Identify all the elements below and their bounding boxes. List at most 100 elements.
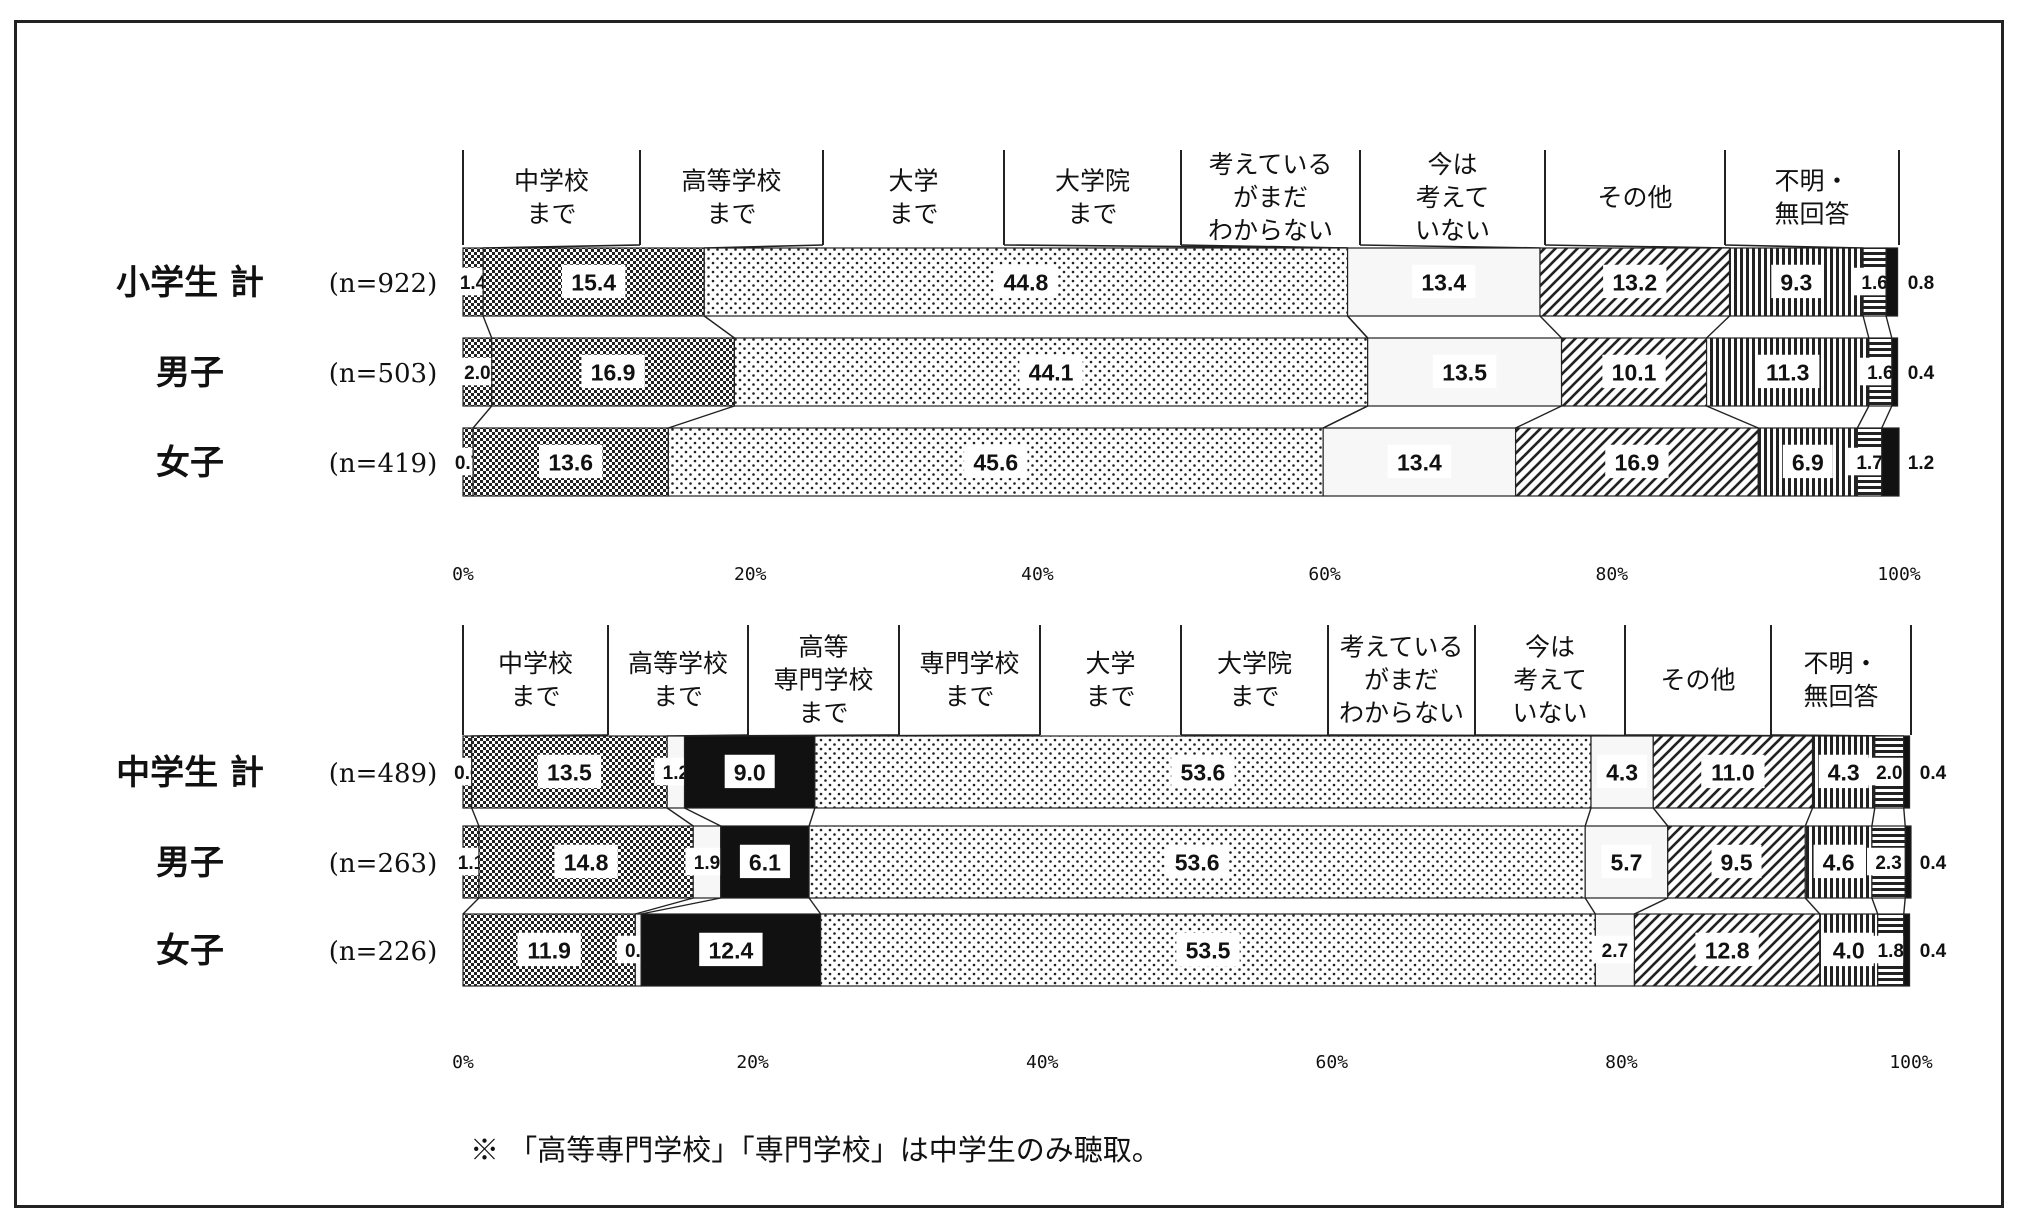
- header-label-0-2: 大学: [888, 167, 938, 196]
- header-label-1-9: 不明・: [1803, 649, 1878, 678]
- header-label-0-0: まで: [526, 200, 576, 229]
- row-connector-1-1-2: [635, 897, 694, 915]
- value-box-0-0-4: [1412, 264, 1476, 299]
- value-label-1-1-7: 4.6: [1823, 849, 1855, 875]
- header-label-0-5: 今は: [1427, 150, 1477, 179]
- row-connector-1-1-1: [462, 897, 480, 915]
- value-label-0-1-4: 13.5: [1442, 359, 1487, 385]
- row-label-0-0: 小学生 計: [116, 263, 264, 303]
- header-label-1-3: 専門学校: [919, 649, 1019, 678]
- value-label-1-0-8: 2.0: [1876, 763, 1902, 784]
- row-connector-0-0-7: [1862, 315, 1870, 339]
- x-tick-0-5: 100%: [1877, 564, 1921, 585]
- row-label-0-2: 女子: [156, 443, 224, 483]
- header-label-0-5: 考えて: [1416, 183, 1490, 212]
- footnote: ※ 「高等専門学校」「専門学校」は中学生のみ聴取。: [470, 1133, 1161, 1167]
- value-label-1-0-6: 11.0: [1711, 759, 1755, 785]
- row-connector-0-1-5: [1515, 405, 1562, 429]
- value-box-1-1-6: [1711, 844, 1762, 879]
- value-label-1-2-9: 0.4: [1920, 941, 1947, 962]
- value-label-0-0-7: 1.6: [1861, 273, 1887, 294]
- value-label-0-2-7: 1.7: [1856, 453, 1882, 474]
- value-box-0-0-5: [1603, 264, 1667, 299]
- header-label-1-0: まで: [510, 682, 560, 711]
- value-label-1-0-5: 4.3: [1606, 759, 1638, 785]
- value-label-0-1-8: 0.4: [1908, 363, 1935, 384]
- value-label-1-0-1: 13.5: [547, 759, 592, 785]
- bar-segment-0-1-8: [1891, 337, 1899, 407]
- value-label-1-2-4: 53.5: [1186, 937, 1231, 963]
- header-label-0-4: わからない: [1208, 216, 1333, 245]
- value-label-1-2-1: 11.9: [527, 937, 571, 963]
- bar-segment-0-0-4: [1346, 247, 1541, 317]
- value-label-1-0-9: 0.4: [1920, 763, 1947, 784]
- header-label-1-2: 専門学校: [773, 666, 873, 695]
- x-tick-0-0: 0%: [452, 564, 474, 585]
- value-label-0-0-5: 13.2: [1612, 269, 1657, 295]
- bar-segment-1-2-9: [1903, 913, 1911, 987]
- value-label-0-0-4: 13.4: [1421, 269, 1466, 295]
- value-label-0-1-2: 44.1: [1029, 359, 1074, 385]
- row-connector-1-1-7: [1804, 897, 1821, 915]
- row-connector-1-0-6: [1652, 807, 1669, 827]
- header-label-1-1: まで: [653, 682, 703, 711]
- value-box-1-2-1: [517, 932, 581, 967]
- value-box-1-0-6: [1701, 754, 1765, 789]
- header-label-0-5: いない: [1415, 216, 1490, 245]
- value-box-0-0-6: [1771, 264, 1822, 299]
- row-connector-1-0-9: [1903, 807, 1906, 827]
- value-label-0-1-1: 16.9: [591, 359, 636, 385]
- value-label-1-2-5: 2.7: [1602, 941, 1628, 962]
- value-box-0-2-2: [964, 444, 1028, 479]
- value-box-0-0-1: [561, 264, 626, 299]
- header-label-1-7: 今は: [1525, 633, 1575, 662]
- row-count-0-0: (n=922): [329, 269, 437, 299]
- value-label-0-0-0: 1.4: [460, 273, 487, 294]
- value-label-1-0-7: 4.3: [1828, 759, 1860, 785]
- row-count-1-0: (n=489): [329, 759, 437, 789]
- header-label-1-4: 大学: [1085, 649, 1135, 678]
- row-label-1-2: 女子: [156, 931, 224, 971]
- header-label-1-8: その他: [1660, 666, 1735, 695]
- row-connector-0-0-5: [1539, 315, 1563, 339]
- value-box-1-1-8: [1867, 847, 1911, 876]
- value-box-1-0-7: [1818, 754, 1869, 789]
- value-label-1-1-3: 6.1: [749, 849, 781, 875]
- bar-segment-1-2-6: [1633, 913, 1821, 987]
- value-label-1-1-6: 9.5: [1721, 849, 1753, 875]
- value-box-1-2-5: [1593, 935, 1637, 964]
- value-label-0-1-6: 11.3: [1766, 359, 1810, 385]
- row-connector-1-0-2: [666, 807, 694, 827]
- value-label-1-0-3: 9.0: [734, 759, 766, 785]
- header-label-1-7: いない: [1512, 699, 1587, 728]
- row-connector-1-1-5: [1584, 897, 1596, 915]
- row-connector-0-1-2: [668, 405, 735, 429]
- value-box-0-0-2: [994, 264, 1058, 299]
- value-label-0-1-7: 1.6: [1867, 363, 1893, 384]
- row-count-1-2: (n=226): [329, 937, 437, 967]
- value-label-0-2-4: 13.4: [1397, 449, 1442, 475]
- bar-segment-0-0-8: [1885, 247, 1899, 317]
- value-label-0-0-6: 9.3: [1780, 269, 1812, 295]
- header-label-0-4: がまだ: [1233, 183, 1308, 212]
- header-label-0-6: その他: [1597, 183, 1672, 212]
- row-connector-0-0-4: [1347, 315, 1369, 339]
- value-label-1-1-4: 53.6: [1175, 849, 1220, 875]
- header-label-0-3: まで: [1067, 200, 1117, 229]
- value-label-0-0-1: 15.4: [571, 269, 616, 295]
- row-connector-0-1-7: [1856, 405, 1870, 429]
- value-box-1-2-4: [1176, 932, 1240, 967]
- header-label-1-4: まで: [1085, 682, 1135, 711]
- row-count-0-2: (n=419): [329, 449, 437, 479]
- value-box-0-1-5: [1602, 354, 1666, 389]
- value-box-0-1-6: [1756, 354, 1820, 389]
- row-count-1-1: (n=263): [329, 849, 437, 879]
- value-box-1-0-3: [724, 754, 775, 789]
- header-label-1-9: 無回答: [1803, 682, 1878, 711]
- header-label-0-1: まで: [706, 200, 756, 229]
- row-connector-1-0-8: [1871, 807, 1876, 827]
- value-label-0-0-2: 44.8: [1004, 269, 1049, 295]
- value-label-1-1-0: 1.1: [458, 853, 485, 874]
- header-label-1-6: わからない: [1339, 699, 1464, 728]
